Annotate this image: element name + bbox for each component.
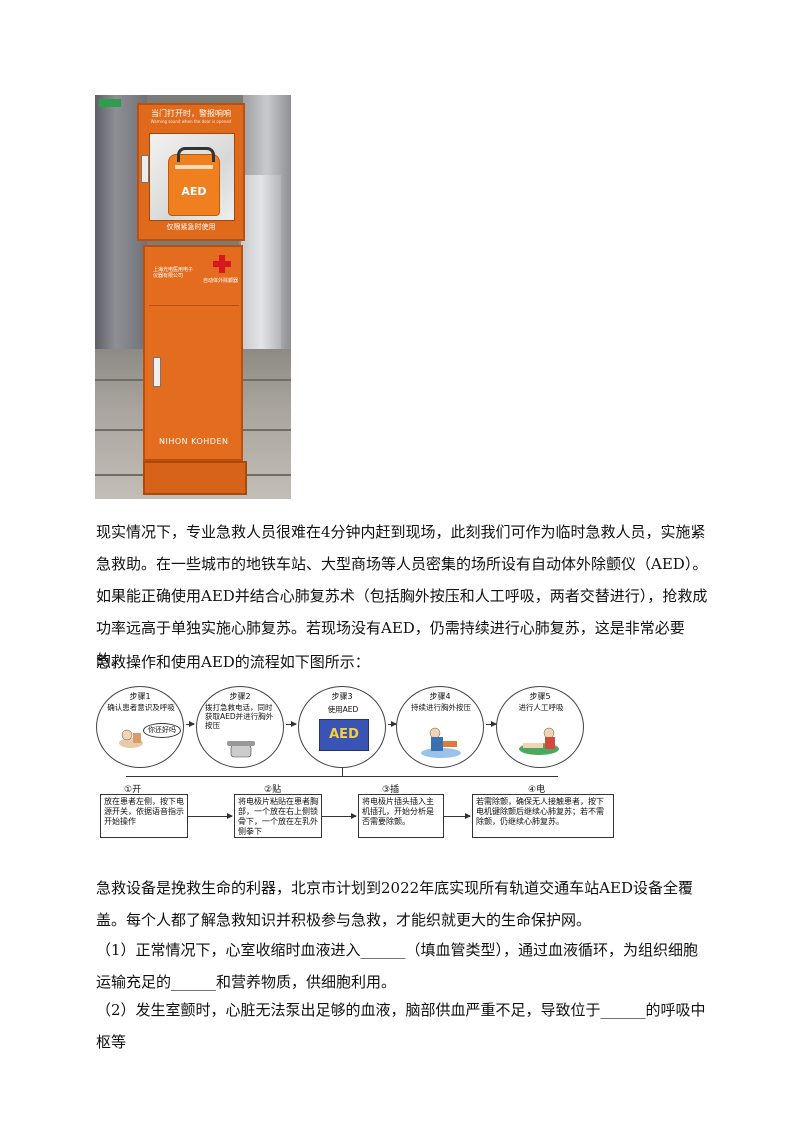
cabinet-lower-handle xyxy=(153,357,161,387)
flow-connector xyxy=(342,768,343,776)
flow-connector xyxy=(126,776,558,777)
paragraph-aed-coverage: 急救设备是挽救生命的利器，北京市计划到2022年底实现所有轨道交通车站AED设备… xyxy=(96,879,693,929)
aed-logo-strip xyxy=(175,165,213,169)
flow-step-5: 步骤5 进行人工呼吸 xyxy=(496,686,584,768)
flow-step-3: 步骤3 使用AED AED xyxy=(298,686,386,768)
cabinet-text-company: 上海光电医用电子仪器有限公司 xyxy=(153,267,194,279)
step-text: 进行人工呼吸 xyxy=(518,703,564,712)
flow-arrow xyxy=(322,813,357,819)
flow-step-2: 步骤2 拨打急救电话，同时获取AED并进行胸外按压 xyxy=(196,686,284,768)
cabinet-brand: NIHON KOHDEN xyxy=(159,437,229,446)
step-text: 确认患者意识及呼吸 xyxy=(107,703,175,712)
aed-cabinet-photo: 当门打开时，警报响响 Warning sound when the door i… xyxy=(95,95,291,499)
step-title: 步骤4 xyxy=(429,692,451,701)
step-title: 步骤5 xyxy=(529,692,551,701)
substep-box-open: 放在患者左侧，按下电源开关，依据语音指示开始操作 xyxy=(100,794,188,838)
question-1: （1）正常情况下，心室收缩时血液进入______（填血管类型），通过血液循环，为… xyxy=(96,941,699,991)
flow-arrow xyxy=(286,721,297,727)
cabinet-lower: 上海光电医用电子仪器有限公司 自动体外除颤器 NIHON KOHDEN xyxy=(143,245,243,461)
substep-label: ④电 xyxy=(528,785,546,795)
flow-arrow xyxy=(188,813,233,819)
red-cross-icon xyxy=(213,261,231,267)
step-title: 步骤3 xyxy=(331,692,353,701)
rescue-breath-icon xyxy=(519,727,559,755)
flow-step-4: 步骤4 持续进行胸外按压 xyxy=(396,686,484,768)
aed-device-label: AED xyxy=(181,185,207,198)
flow-arrow xyxy=(388,721,397,727)
paragraph-aed-intro: 现实情况下，专业急救人员很难在4分钟内赶到现场，此刻我们可作为临时急救人员，实施… xyxy=(96,523,708,669)
step-text: 使用AED xyxy=(327,705,359,714)
exit-sign xyxy=(99,99,121,107)
substep-box-shock: 若需除颤，确保无人接触患者，按下电机键除颤后继续心肺复苏；若不需除颤，仍继续心肺… xyxy=(472,794,614,838)
cabinet-handle xyxy=(141,155,149,183)
aed-device-icon: AED xyxy=(168,147,220,216)
step-text: 持续进行胸外按压 xyxy=(411,703,471,712)
flow-arrow xyxy=(186,721,195,727)
cabinet-banner-text: 当门打开时，警报响响 xyxy=(151,109,231,118)
patient-check-icon xyxy=(119,729,143,748)
cabinet-door-line xyxy=(149,305,239,306)
flow-step-1: 步骤1 确认患者意识及呼吸 你还好吗 xyxy=(96,686,184,768)
flow-arrow xyxy=(486,721,497,727)
substep-label: ③插 xyxy=(382,785,400,795)
cabinet-upper: 当门打开时，警报响响 Warning sound when the door i… xyxy=(137,103,245,241)
substep-label: ②贴 xyxy=(264,785,282,795)
phone-call-icon xyxy=(227,741,255,758)
substep-box-attach: 将电极片粘贴在患者胸部，一个放在右上侧锁骨下，一个放在左乳外侧拳下 xyxy=(234,794,322,838)
speech-bubble: 你还好吗 xyxy=(143,723,181,738)
paragraph-flow-caption: 急救操作和使用AED的流程如下图所示： xyxy=(96,653,370,671)
cabinet-window: AED xyxy=(149,133,235,221)
cabinet-text-device: 自动体外除颤器 xyxy=(203,278,239,284)
cabinet-caption: 仅限紧急时使用 xyxy=(166,223,216,231)
aed-device-icon: AED xyxy=(319,719,369,751)
cabinet-base xyxy=(143,461,247,495)
question-2: （2）发生室颤时，心脏无法泵出足够的血液，脑部供血严重不足，导致位于______… xyxy=(96,1001,706,1051)
flow-arrow xyxy=(444,813,471,819)
aed-handle xyxy=(177,147,215,162)
step-title: 步骤1 xyxy=(129,692,151,701)
substep-box-plug: 将电极片插头插入主机插孔，开始分析是否需要除颤。 xyxy=(358,794,444,838)
aed-flowchart: 步骤1 确认患者意识及呼吸 你还好吗 步骤2 拨打急救电话，同时获取AED并进行… xyxy=(96,686,616,850)
cabinet-banner-sub: Warning sound when the door is opened xyxy=(150,119,232,124)
chest-compression-icon xyxy=(421,727,461,758)
cabinet-banner: 当门打开时，警报响响 Warning sound when the door i… xyxy=(145,109,237,127)
step-text: 拨打急救电话，同时获取AED并进行胸外按压 xyxy=(205,703,274,730)
turnstile-gate xyxy=(239,175,281,355)
step-title: 步骤2 xyxy=(229,692,251,701)
substep-label: ①开 xyxy=(124,785,142,795)
